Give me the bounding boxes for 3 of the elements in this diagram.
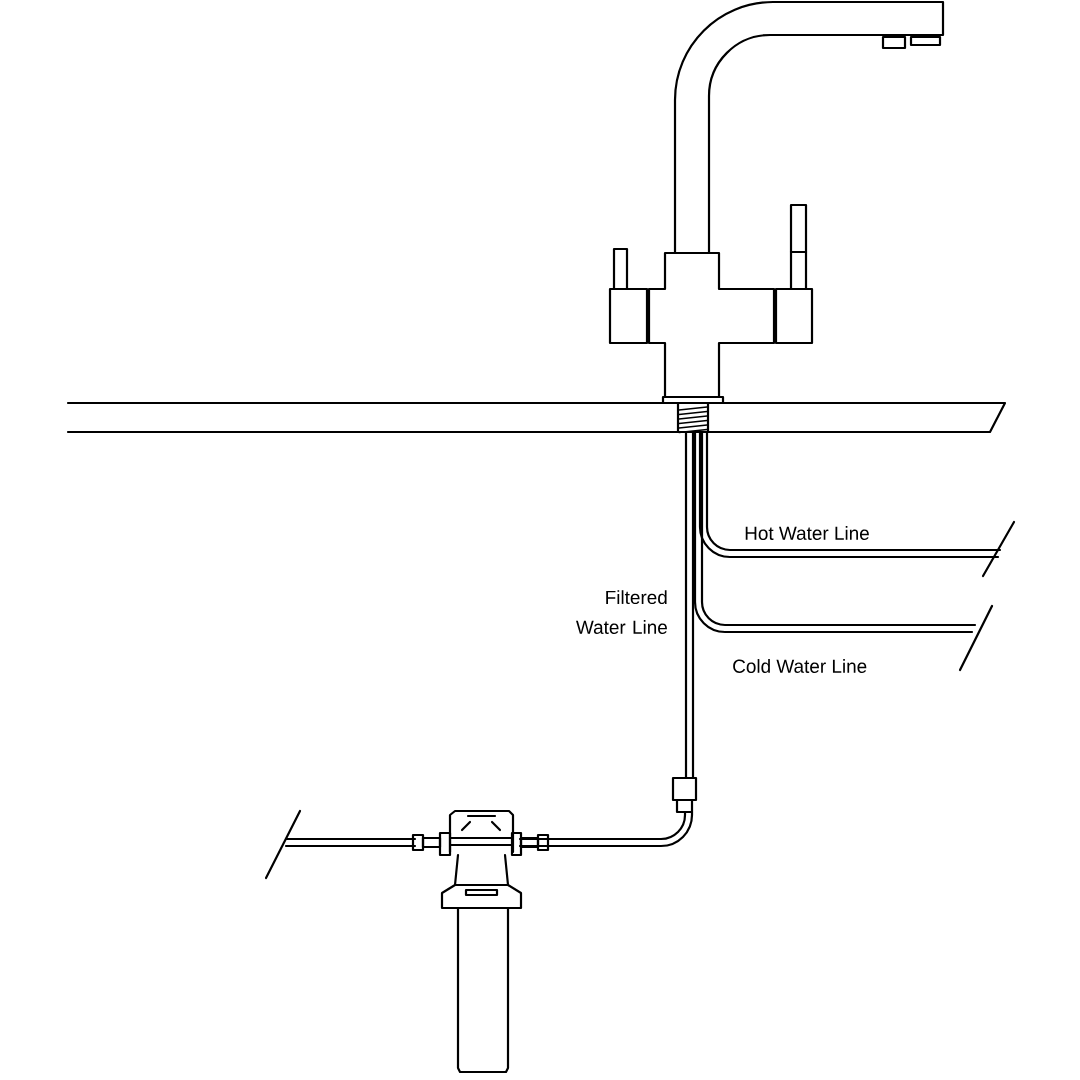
pipe-label: Cold Water Line xyxy=(733,659,867,673)
pipe-label: Filtered Water Line xyxy=(576,590,667,634)
pipe-label: Hot Water Line xyxy=(745,526,869,540)
